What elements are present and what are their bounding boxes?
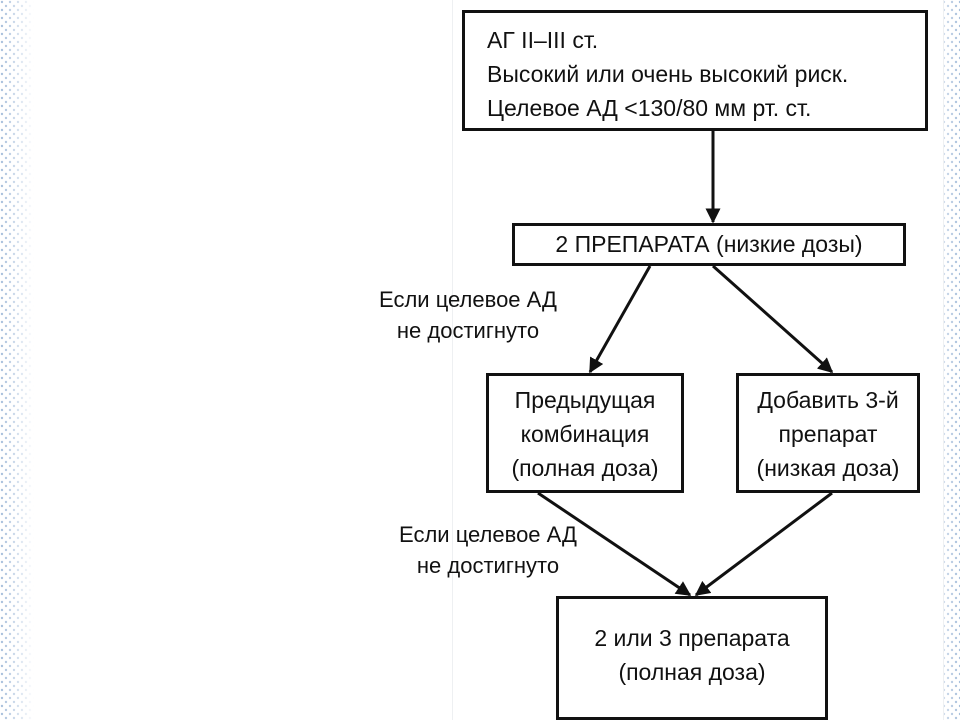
add-third-drug-line-3: (низкая доза): [756, 455, 900, 481]
add-third-drug-line-2: препарат: [778, 421, 878, 447]
initial-condition-box: АГ II–III ст. Высокий или очень высокий …: [462, 10, 928, 131]
condition-note-2: Если целевое АД не достигнуто: [370, 519, 606, 581]
initial-condition-line-3: Целевое АД <130/80 мм рт. ст.: [487, 95, 812, 121]
add-third-drug-box: Добавить 3-й препарат (низкая доза): [736, 373, 920, 493]
arrow-two-drugs-to-add-third: [712, 264, 834, 374]
dotted-left-border: [0, 0, 34, 720]
initial-condition-line-2: Высокий или очень высокий риск.: [487, 61, 849, 87]
two-drugs-box: 2 ПРЕПАРАТА (низкие дозы): [512, 223, 906, 266]
arrow-previous-to-final: [537, 491, 692, 597]
condition-note-1-line-2: не достигнуто: [396, 318, 540, 343]
arrow-add-third-to-final: [694, 491, 833, 597]
previous-combination-line-2: комбинация: [520, 421, 650, 447]
add-third-drug-line-1: Добавить 3-й: [757, 387, 899, 413]
final-regimen-line-1: 2 или 3 препарата: [594, 625, 790, 651]
previous-combination-line-1: Предыдущая: [514, 387, 656, 413]
previous-combination-line-3: (полная доза): [511, 455, 659, 481]
previous-combination-box: Предыдущая комбинация (полная доза): [486, 373, 684, 493]
two-drugs-label: 2 ПРЕПАРАТА (низкие дозы): [555, 231, 863, 257]
final-regimen-line-2: (полная доза): [618, 659, 766, 685]
condition-note-2-line-1: Если целевое АД: [399, 522, 577, 547]
condition-note-1-line-1: Если целевое АД: [379, 287, 557, 312]
arrow-two-drugs-to-previous: [588, 265, 652, 374]
initial-condition-line-1: АГ II–III ст.: [487, 27, 599, 53]
condition-note-1: Если целевое АД не достигнуто: [350, 284, 586, 346]
final-regimen-box: 2 или 3 препарата (полная доза): [556, 596, 828, 720]
condition-note-2-line-2: не достигнуто: [416, 553, 560, 578]
